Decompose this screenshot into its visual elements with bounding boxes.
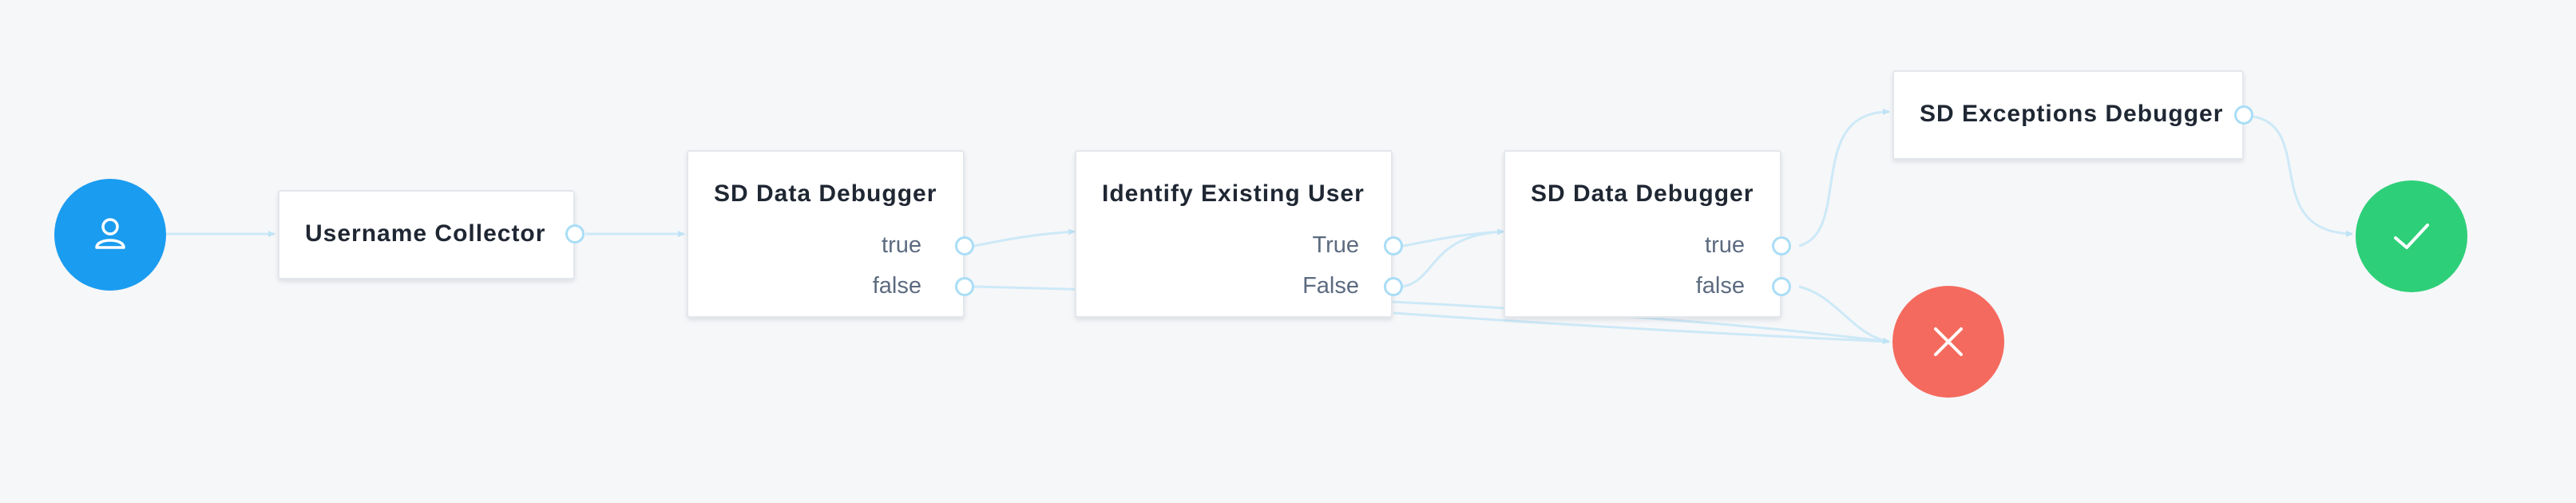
wire-identify-false-to-sd-data-debugger xyxy=(1402,228,1504,288)
node-identify-existing-user[interactable]: Identify Existing User True False xyxy=(1075,150,1393,318)
outcome-port-false[interactable] xyxy=(955,277,974,296)
close-icon xyxy=(1931,324,1966,359)
node-sd-data-debugger[interactable]: SD Data Debugger true false xyxy=(1504,150,1781,318)
wire-debugger2-true-to-exceptions-debugger xyxy=(1798,109,1890,248)
outcome-label-false: false xyxy=(1695,273,1745,299)
outcome-port-false[interactable] xyxy=(1772,277,1791,296)
outcome-port-true[interactable] xyxy=(1772,236,1791,255)
wire-exceptions-debugger-to-success xyxy=(2253,115,2353,237)
outcome-port-true[interactable] xyxy=(955,236,974,255)
node-username-collector[interactable]: Username Collector xyxy=(278,190,575,279)
outcome-label-true: true xyxy=(1705,232,1745,258)
node-title: Identify Existing User xyxy=(1102,180,1365,207)
output-port[interactable] xyxy=(2234,105,2253,125)
node-title: SD Data Debugger xyxy=(1531,180,1754,207)
outcome-port-false[interactable] xyxy=(1384,277,1403,296)
outcome-label-false: False xyxy=(1302,273,1359,299)
node-title: SD Exceptions Debugger xyxy=(1920,101,2224,127)
checkmark-icon xyxy=(2391,216,2432,257)
wire-debugger-true-to-identify-user xyxy=(973,228,1076,248)
node-sd-exceptions-debugger[interactable]: SD Exceptions Debugger xyxy=(1892,70,2244,160)
outcome-label-true: True xyxy=(1312,232,1359,258)
start-node[interactable] xyxy=(54,179,166,291)
outcome-port-true[interactable] xyxy=(1384,236,1403,255)
output-port[interactable] xyxy=(565,224,585,244)
user-icon xyxy=(89,214,131,255)
wire-identify-true-to-sd-data-debugger xyxy=(1402,228,1504,248)
node-title: Username Collector xyxy=(305,220,546,247)
outcome-label-true: true xyxy=(882,232,921,258)
failure-node[interactable] xyxy=(1892,286,2004,398)
node-title: SD Data Debugger xyxy=(714,180,937,207)
success-node[interactable] xyxy=(2356,180,2467,292)
outcome-label-false: false xyxy=(872,273,921,299)
wire-debugger2-false-to-failure xyxy=(1798,285,1890,344)
node-sd-data-debugger[interactable]: SD Data Debugger true false xyxy=(687,150,965,318)
